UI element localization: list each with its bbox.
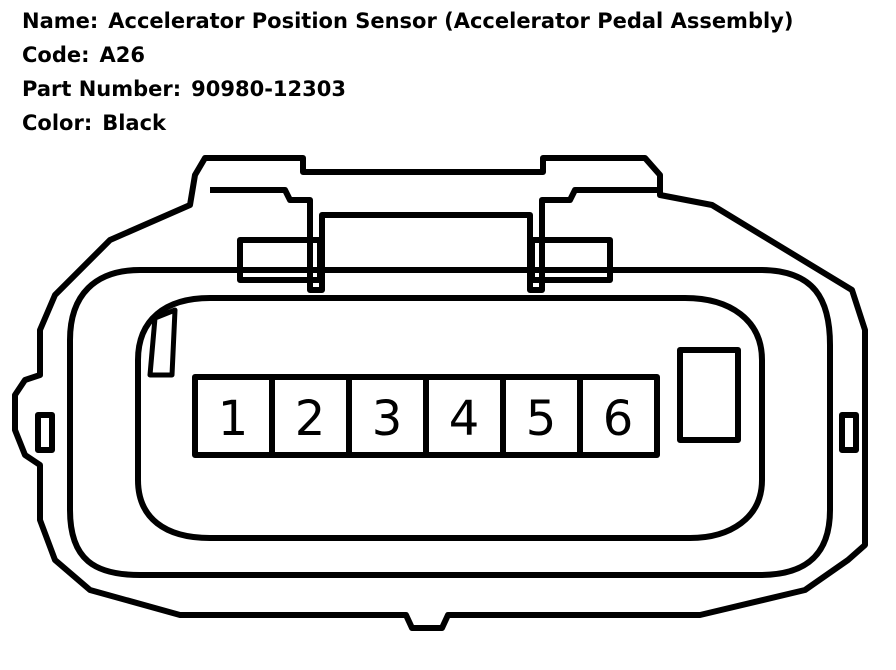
inner-shroud bbox=[67, 267, 833, 578]
left-side-tab bbox=[35, 412, 55, 453]
color-label: Color: bbox=[22, 111, 93, 135]
lock-shroud bbox=[210, 187, 660, 293]
color-row: Color: Black bbox=[22, 106, 793, 140]
right-side-tab bbox=[839, 412, 859, 453]
connector-housing-outline bbox=[12, 155, 868, 631]
name-row: Name: Accelerator Position Sensor (Accele… bbox=[22, 4, 793, 38]
pin-number: 4 bbox=[449, 391, 480, 447]
lock-tab-right bbox=[529, 237, 613, 283]
code-label: Code: bbox=[22, 43, 90, 67]
connector-info: Name: Accelerator Position Sensor (Accele… bbox=[22, 4, 793, 140]
part-number-label: Part Number: bbox=[22, 77, 182, 101]
code-row: Code: A26 bbox=[22, 38, 793, 72]
code-value: A26 bbox=[99, 43, 145, 67]
keying-block bbox=[677, 347, 741, 443]
name-value: Accelerator Position Sensor (Accelerator… bbox=[108, 9, 794, 33]
polarization-key bbox=[147, 307, 178, 378]
lock-tab-left bbox=[237, 237, 323, 283]
pin-number: 5 bbox=[526, 391, 557, 447]
pin-cavity bbox=[577, 374, 660, 458]
part-number-value: 90980-12303 bbox=[191, 77, 346, 101]
mating-face-cavity bbox=[135, 295, 765, 541]
pin-number: 3 bbox=[372, 391, 403, 447]
color-value: Black bbox=[102, 111, 167, 135]
pin-number: 6 bbox=[603, 391, 634, 447]
pin-number: 1 bbox=[218, 391, 249, 447]
pin-number: 2 bbox=[295, 391, 326, 447]
pin-row: 1 2 3 4 5 6 bbox=[192, 374, 660, 458]
part-number-row: Part Number: 90980-12303 bbox=[22, 72, 793, 106]
name-label: Name: bbox=[22, 9, 99, 33]
